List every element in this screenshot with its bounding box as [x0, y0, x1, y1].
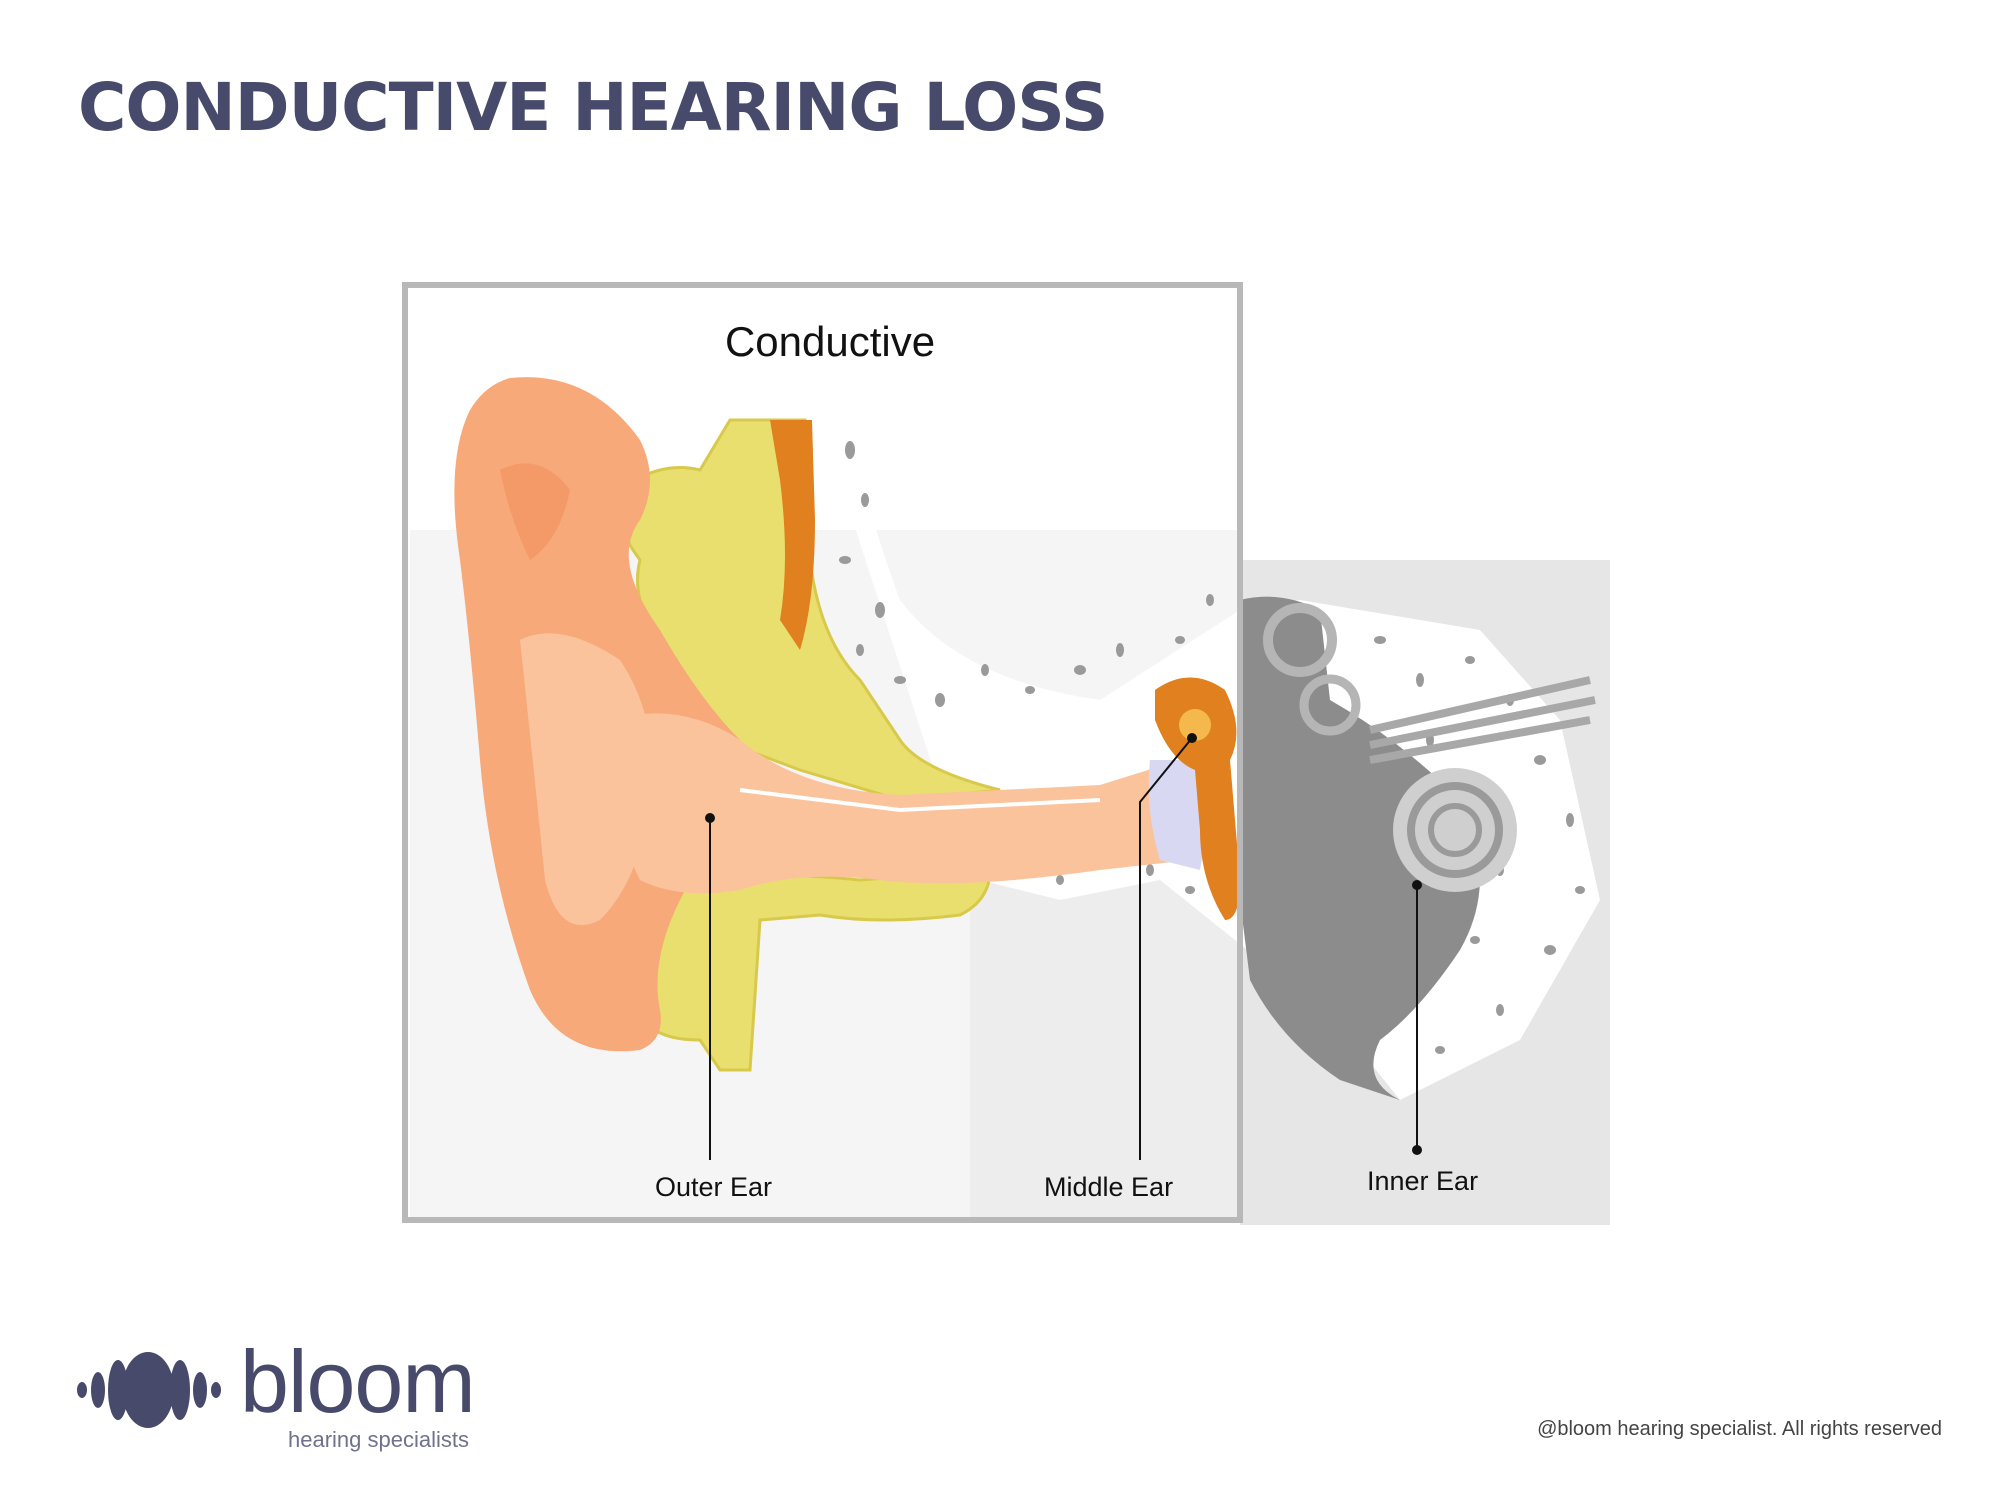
jaw-muscle — [770, 420, 815, 650]
brand-name: bloom — [240, 1332, 476, 1431]
eardrum — [1148, 760, 1205, 870]
ear-canal — [608, 713, 1190, 894]
middle-ear-leader-dot — [1187, 733, 1197, 743]
brand-tagline: hearing specialists — [288, 1427, 469, 1452]
semicircular-canal-2 — [1299, 674, 1361, 736]
cochlea-turn-2 — [1428, 803, 1482, 857]
ear-canal-highlight — [739, 788, 1101, 813]
copyright-notice: @bloom hearing specialist. All rights re… — [1537, 1418, 1942, 1440]
conductive-panel-frame — [402, 282, 1243, 1223]
middle-ear-leader — [1139, 737, 1193, 1160]
leader-lines — [705, 733, 1422, 1160]
concha — [520, 633, 652, 925]
page-title: CONDUCTIVE HEARING LOSS — [78, 69, 1108, 146]
cochlea-turn-1 — [1407, 782, 1503, 878]
inner-ear-shell — [1240, 596, 1480, 1100]
ossicles — [1155, 677, 1240, 920]
outer-ear-leader-dot — [705, 813, 715, 823]
inner-ear-leader-dot-bottom — [1412, 1145, 1422, 1155]
helix-fold — [500, 463, 570, 560]
panel-title: Conductive — [724, 318, 936, 365]
auditory-nerve — [1369, 676, 1596, 764]
middle-ear-background — [970, 880, 1240, 1220]
semicircular-canal-1 — [1263, 603, 1337, 677]
outer-ear-label: Outer Ear — [655, 1172, 773, 1202]
middle-ear-label: Middle Ear — [1044, 1172, 1174, 1202]
inner-ear-label: Inner Ear — [1367, 1166, 1479, 1196]
bloom-wave-icon — [77, 1352, 221, 1428]
inner-ear-leader-dot-top — [1412, 880, 1422, 890]
ossicle-joint — [1179, 709, 1211, 741]
